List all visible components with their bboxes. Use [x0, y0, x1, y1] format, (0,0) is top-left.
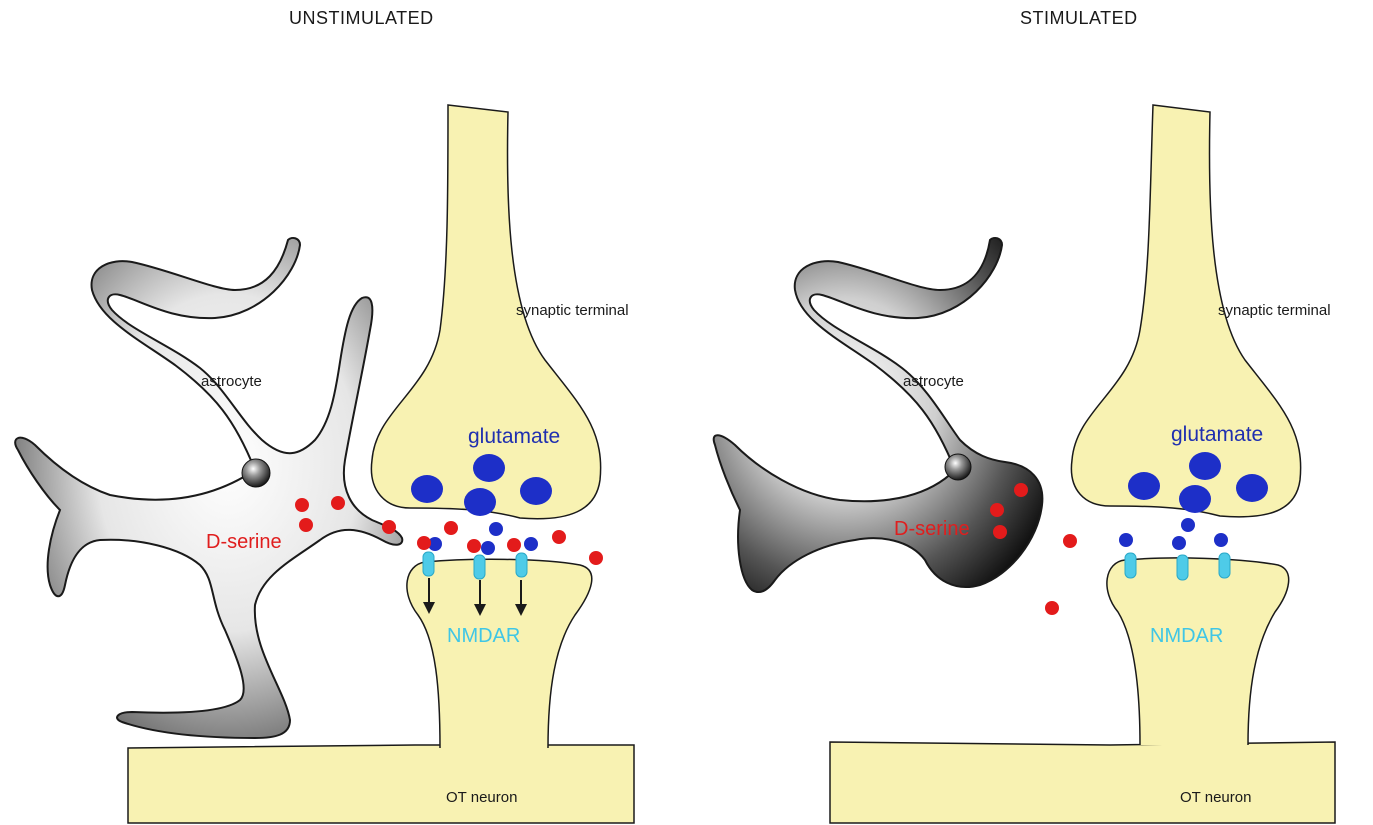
nmdar-receptor: [1125, 553, 1136, 578]
d-serine-molecule: [990, 503, 1004, 517]
glutamate-vesicle: [464, 488, 496, 516]
ot-neuron-body: [128, 745, 634, 823]
d-serine-molecule: [1045, 601, 1059, 615]
glutamate-molecule: [524, 537, 538, 551]
panel-stimulated: [714, 105, 1335, 823]
nmdar-receptor: [1177, 555, 1188, 580]
astrocyte-cell: [714, 238, 1043, 592]
label-glutamate: glutamate: [1171, 423, 1263, 447]
glutamate-vesicle: [1179, 485, 1211, 513]
label-astrocyte: astrocyte: [903, 373, 964, 390]
d-serine-molecule: [444, 521, 458, 535]
label-d-serine: D-serine: [206, 531, 282, 554]
glutamate-molecule: [481, 541, 495, 555]
d-serine-molecule: [552, 530, 566, 544]
panel-title-unstimulated: UNSTIMULATED: [289, 8, 434, 29]
glutamate-molecule: [1214, 533, 1228, 547]
d-serine-molecule: [589, 551, 603, 565]
postsynaptic-dendrite: [407, 559, 592, 748]
d-serine-molecule: [1014, 483, 1028, 497]
panel-unstimulated: [15, 105, 634, 823]
d-serine-molecule: [993, 525, 1007, 539]
glutamate-molecule: [489, 522, 503, 536]
nmdar-receptor: [474, 555, 485, 579]
label-nmdar: NMDAR: [1150, 625, 1223, 648]
nmdar-receptor: [1219, 553, 1230, 578]
astrocyte-nucleus: [242, 459, 270, 487]
nmdar-receptor: [516, 553, 527, 577]
glutamate-vesicle: [1189, 452, 1221, 480]
d-serine-molecule: [1063, 534, 1077, 548]
d-serine-molecule: [417, 536, 431, 550]
d-serine-molecule: [331, 496, 345, 510]
glutamate-molecule: [1181, 518, 1195, 532]
panel-title-stimulated: STIMULATED: [1020, 8, 1138, 29]
label-synaptic-terminal: synaptic terminal: [1218, 302, 1331, 319]
d-serine-molecule: [382, 520, 396, 534]
nmdar-receptor: [423, 552, 434, 576]
d-serine-molecule: [507, 538, 521, 552]
ot-neuron-body: [830, 742, 1335, 823]
glutamate-vesicle: [1236, 474, 1268, 502]
d-serine-molecule: [467, 539, 481, 553]
label-glutamate: glutamate: [468, 425, 560, 449]
astrocyte-nucleus: [945, 454, 971, 480]
glutamate-vesicle: [1128, 472, 1160, 500]
glutamate-molecule: [1119, 533, 1133, 547]
glutamate-molecules: [1119, 518, 1228, 550]
glutamate-molecule: [1172, 536, 1186, 550]
glutamate-vesicle: [411, 475, 443, 503]
glutamate-vesicle: [520, 477, 552, 505]
postsynaptic-dendrite: [1107, 558, 1289, 745]
glutamate-vesicle: [473, 454, 505, 482]
label-astrocyte: astrocyte: [201, 373, 262, 390]
d-serine-molecule: [299, 518, 313, 532]
label-synaptic-terminal: synaptic terminal: [516, 302, 629, 319]
label-nmdar: NMDAR: [447, 625, 520, 648]
label-ot-neuron: OT neuron: [446, 789, 517, 806]
label-d-serine: D-serine: [894, 518, 970, 541]
label-ot-neuron: OT neuron: [1180, 789, 1251, 806]
d-serine-molecule: [295, 498, 309, 512]
astrocyte-cell: [15, 238, 402, 738]
